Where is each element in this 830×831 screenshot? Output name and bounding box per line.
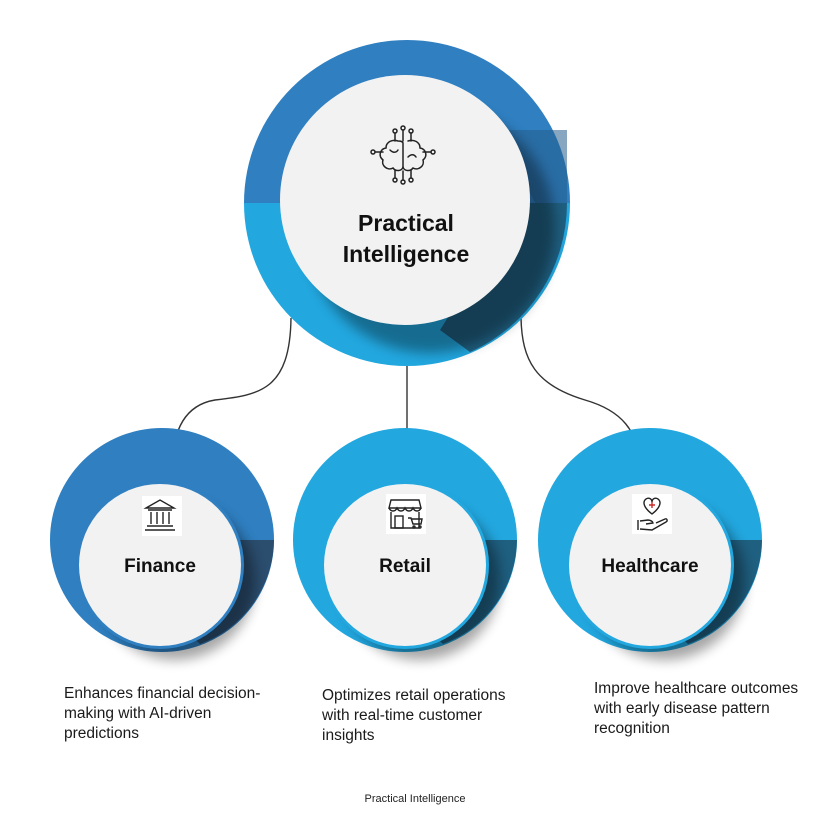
ai-brain-circuit-icon	[370, 125, 436, 185]
finance-node	[50, 428, 274, 660]
heart-in-hand-icon	[632, 494, 672, 534]
healthcare-description: Improve healthcare outcomes with early d…	[594, 680, 799, 737]
center-node	[244, 40, 570, 366]
retail-description: Optimizes retail operations with real-ti…	[322, 687, 506, 744]
footer-caption: Practical Intelligence	[364, 793, 466, 805]
retail-node	[293, 428, 517, 660]
center-circle	[280, 75, 530, 325]
retail-title: Retail	[379, 556, 431, 577]
healthcare-node	[538, 428, 762, 660]
healthcare-title: Healthcare	[601, 556, 699, 577]
finance-title: Finance	[124, 556, 196, 577]
bank-icon	[142, 496, 182, 536]
center-title: Practical Intelligence	[342, 210, 470, 267]
storefront-icon	[386, 494, 426, 534]
finance-description: Enhances financial decision-making with …	[64, 685, 261, 742]
